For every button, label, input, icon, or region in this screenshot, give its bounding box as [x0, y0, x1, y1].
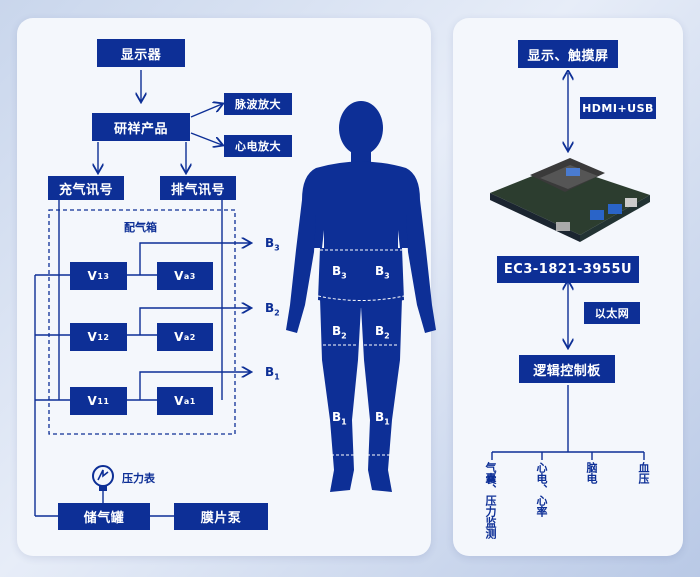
ecg-amp-box: 心电放大 [224, 135, 292, 157]
display-box: 显示器 [97, 39, 185, 67]
pressure-gauge-label: 压力表 [122, 472, 155, 485]
inflate-signal-box: 充气讯号 [48, 176, 124, 200]
body-label-b2-left: B2 [332, 324, 347, 341]
board-model-box: EC3-1821-3955U [497, 256, 639, 283]
bottom-item-ecg: 心电、心率 [535, 462, 548, 517]
gas-tank-box: 储气罐 [58, 503, 150, 530]
output-b1: B1 [265, 365, 280, 382]
ethernet-box: 以太网 [584, 302, 640, 324]
logic-board-box: 逻辑控制板 [519, 355, 615, 383]
bottom-item-airbag: 气囊、压力监测 [484, 462, 497, 539]
body-label-b3-right: B3 [375, 264, 390, 281]
hdmi-usb-box: HDMI+USB [580, 97, 656, 119]
output-b2: B2 [265, 301, 280, 318]
bottom-item-bp: 血压 [637, 462, 650, 484]
board-computer-image [490, 158, 650, 242]
pressure-gauge-icon [92, 465, 114, 491]
body-label-b2-right: B2 [375, 324, 390, 341]
human-body-figure [286, 101, 436, 492]
membrane-pump-box: 膜片泵 [174, 503, 268, 530]
pulse-amp-box: 脉波放大 [224, 93, 292, 115]
body-label-b3-left: B3 [332, 264, 347, 281]
exhaust-signal-box: 排气讯号 [160, 176, 236, 200]
bottom-item-eeg: 脑电 [585, 462, 598, 484]
product-box: 研祥产品 [92, 113, 190, 141]
gas-box-label: 配气箱 [124, 221, 157, 234]
body-label-b1-left: B1 [332, 410, 347, 427]
display-touch-box: 显示、触摸屏 [518, 40, 618, 68]
body-label-b1-right: B1 [375, 410, 390, 427]
output-b3: B3 [265, 236, 280, 253]
